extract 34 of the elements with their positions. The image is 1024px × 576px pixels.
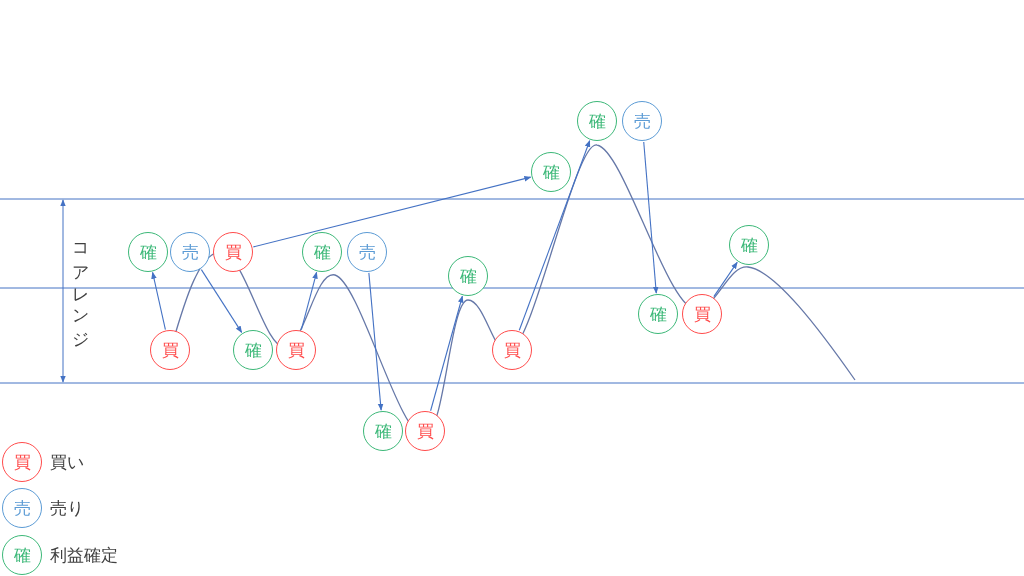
legend-symbol: 確 xyxy=(2,535,42,575)
arrow xyxy=(368,272,384,411)
arrow xyxy=(200,269,243,333)
signal-circle: 確 xyxy=(233,330,273,370)
signal-circle: 確 xyxy=(577,101,617,141)
signal-circle: 確 xyxy=(638,294,678,334)
legend-label: 買い xyxy=(50,451,84,474)
legend-label: 売り xyxy=(50,497,84,520)
signal-circle: 買 xyxy=(276,330,316,370)
range-label: コアレンジ xyxy=(70,232,92,342)
signal-circle: 確 xyxy=(128,232,168,272)
signal-circle: 確 xyxy=(302,232,342,272)
signal-circle: 確 xyxy=(531,152,571,192)
arrow xyxy=(300,271,318,331)
signal-circle: 確 xyxy=(448,256,488,296)
legend-symbol: 買 xyxy=(2,442,42,482)
signal-circle: 売 xyxy=(347,232,387,272)
signal-circle: 買 xyxy=(150,330,190,370)
legend-symbol: 売 xyxy=(2,488,42,528)
signal-circle: 買 xyxy=(492,330,532,370)
arrow xyxy=(713,261,738,298)
signal-circle: 買 xyxy=(213,232,253,272)
arrow xyxy=(643,141,659,294)
signal-circle: 売 xyxy=(170,232,210,272)
legend-label: 利益確定 xyxy=(50,544,118,567)
arrow xyxy=(430,295,464,412)
arrow xyxy=(151,271,166,331)
signal-circle: 買 xyxy=(682,294,722,334)
arrow xyxy=(252,175,532,248)
signal-circle: 確 xyxy=(729,225,769,265)
arrow xyxy=(518,140,591,331)
signal-circle: 買 xyxy=(405,411,445,451)
signal-circle: 売 xyxy=(622,101,662,141)
signal-circle: 確 xyxy=(363,411,403,451)
